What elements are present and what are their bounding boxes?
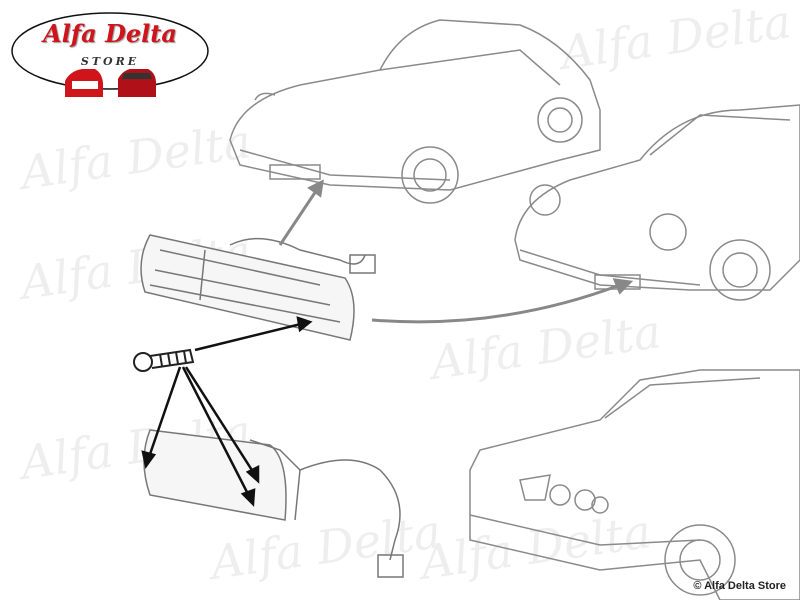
indicator-lamp-exploded <box>143 429 404 578</box>
spider-car-top <box>229 19 601 204</box>
gtv-car-bottom <box>469 369 800 600</box>
car-icon <box>65 69 156 97</box>
indicator-lamp-assembled <box>140 234 376 341</box>
spider-car-right <box>514 104 800 301</box>
alfa-delta-store-logo[interactable]: Alfa Delta STORE <box>10 9 210 97</box>
logo-title: Alfa Delta <box>43 19 177 48</box>
copyright-notice: © Alfa Delta Store <box>693 580 786 592</box>
logo-ellipse <box>11 12 209 97</box>
location-arrows <box>278 179 634 324</box>
screw-icon <box>133 348 195 372</box>
logo-subtitle: STORE <box>80 55 140 68</box>
arrows <box>141 316 313 507</box>
